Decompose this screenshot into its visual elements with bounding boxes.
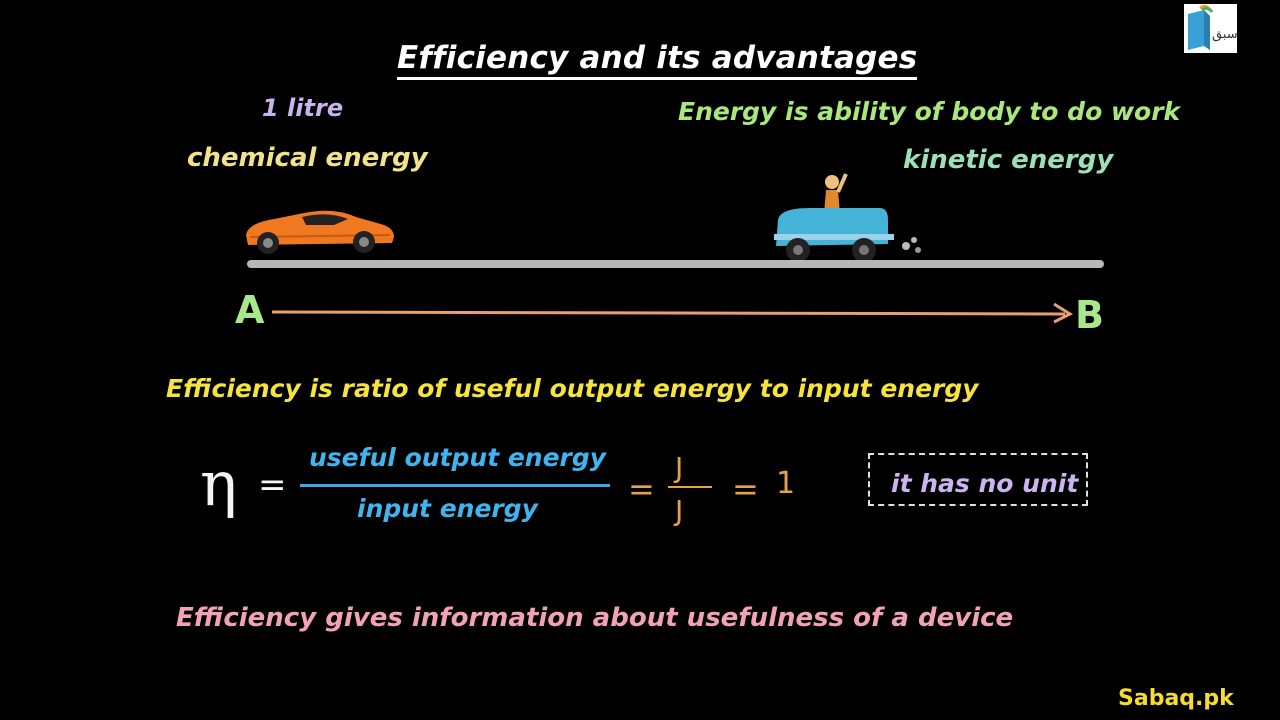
no-unit-note: it has no unit (891, 469, 1079, 498)
energy-definition: Energy is ability of body to do work (678, 97, 1181, 126)
point-a-label: A (235, 288, 265, 332)
point-b-label: B (1075, 293, 1104, 337)
logo-text: سبق (1212, 27, 1237, 42)
usefulness-statement: Efficiency gives information about usefu… (176, 603, 1014, 633)
road-line (247, 260, 1104, 268)
unit-denominator: J (675, 494, 684, 527)
formula-numerator: useful output energy (309, 443, 607, 472)
sports-car-image (246, 210, 394, 254)
chemical-energy-label: chemical energy (187, 143, 428, 173)
fraction-bar (300, 484, 610, 487)
unit-fraction-bar (668, 486, 712, 488)
unit-numerator: J (675, 451, 684, 484)
formula-denominator: input energy (357, 494, 538, 523)
equals-sign: = (258, 465, 287, 505)
eta-symbol: η (200, 447, 238, 520)
equals-sign-2: = (628, 470, 655, 508)
kinetic-energy-label: kinetic energy (903, 145, 1114, 175)
efficiency-definition: Efficiency is ratio of useful output ene… (166, 374, 979, 403)
no-unit-box (868, 453, 1088, 506)
equals-sign-3: = (732, 470, 759, 508)
sabaq-logo: سبق (1184, 4, 1238, 53)
brand-watermark: Sabaq.pk (1118, 686, 1234, 711)
formula-result: 1 (776, 466, 796, 501)
page-title: Efficiency and its advantages (397, 40, 918, 80)
old-car-image (774, 173, 921, 262)
fuel-amount-label: 1 litre (262, 94, 344, 122)
arrow-a-to-b-icon (271, 302, 1074, 324)
